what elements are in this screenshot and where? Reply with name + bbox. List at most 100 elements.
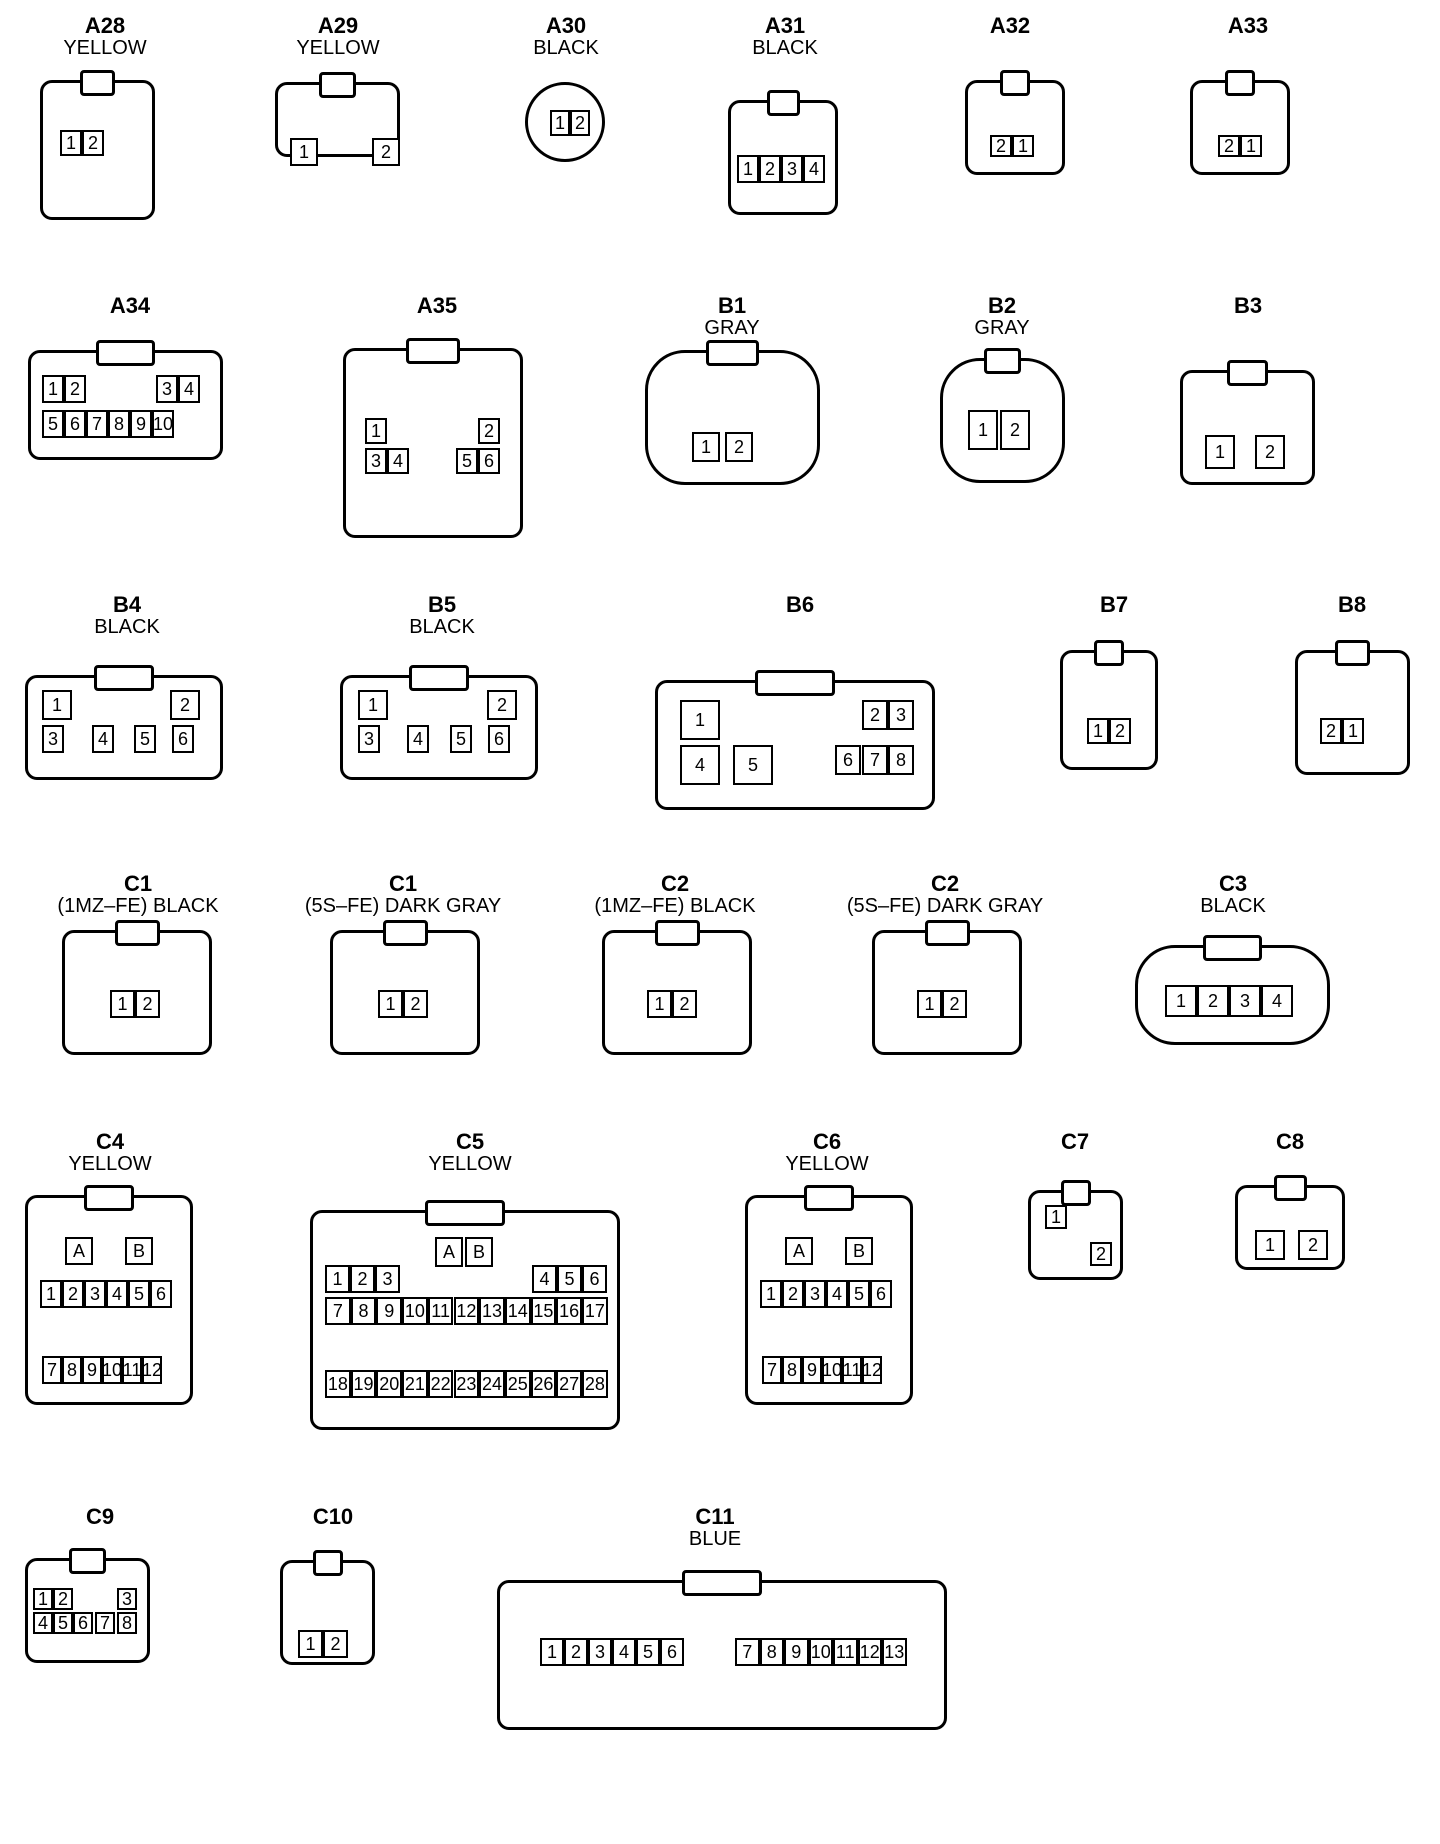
- connector-color: BLACK: [94, 616, 160, 638]
- pin-cavity: 4: [532, 1265, 557, 1293]
- pin-cavity: 6: [582, 1265, 607, 1293]
- pin-cavity: 6: [870, 1280, 892, 1308]
- connector-code: B8: [1337, 592, 1367, 617]
- pin-cavity: 4: [612, 1638, 636, 1666]
- pin-cavity: 2: [350, 1265, 375, 1293]
- connector-latch: [924, 920, 970, 946]
- connector-code: C1: [123, 871, 153, 896]
- pin-cavity: 8: [62, 1356, 82, 1384]
- pin-cavity: 5: [456, 448, 478, 474]
- pin-cavity: 4: [680, 745, 720, 785]
- pin-cavity: 12: [142, 1356, 162, 1384]
- connector-label: B3: [1098, 294, 1398, 317]
- pin-cavity: 1: [680, 700, 720, 740]
- connector-label: C1(1MZ–FE) BLACK: [0, 872, 288, 917]
- connector-label: A33: [1098, 14, 1398, 37]
- pin-cavity: 3: [588, 1638, 612, 1666]
- pin-cavity: 3: [117, 1588, 137, 1610]
- connector-code: A33: [1227, 13, 1269, 38]
- connector-code: C1: [388, 871, 418, 896]
- pin-cavity: 2: [478, 418, 500, 444]
- pin-cavity: 7: [86, 410, 108, 438]
- connector-latch: [96, 340, 155, 366]
- pin-cavity: 2: [403, 990, 428, 1018]
- connector-latch: [1094, 640, 1124, 666]
- pin-cavity: B: [465, 1237, 493, 1267]
- pin-cavity: 2: [1320, 718, 1342, 744]
- connector-color: BLACK: [409, 616, 475, 638]
- connector-color: YELLOW: [428, 1153, 512, 1175]
- connector-label: C2(1MZ–FE) BLACK: [525, 872, 825, 917]
- pin-cavity: 9: [784, 1638, 809, 1666]
- pin-cavity: 3: [365, 448, 387, 474]
- pin-cavity: A: [435, 1237, 463, 1267]
- pin-cavity: 2: [1197, 985, 1229, 1017]
- connector-label: B6: [650, 593, 950, 616]
- connector-code: C7: [1060, 1129, 1090, 1154]
- connector-code: C3: [1218, 871, 1248, 896]
- connector-latch: [318, 72, 357, 98]
- connector-label: C9: [0, 1505, 250, 1528]
- pin-cavity: 2: [487, 690, 517, 720]
- connector-code: B4: [112, 592, 142, 617]
- connector-label: C10: [183, 1505, 483, 1528]
- pin-cavity: 6: [660, 1638, 684, 1666]
- pin-cavity: 8: [759, 1638, 784, 1666]
- connector-color: BLACK: [752, 37, 818, 59]
- pin-cavity: 2: [990, 135, 1012, 157]
- pin-cavity: 2: [725, 432, 753, 462]
- pin-cavity: 16: [556, 1297, 582, 1325]
- connector-latch: [706, 340, 759, 366]
- pin-cavity: 26: [530, 1370, 557, 1398]
- pin-cavity: 3: [781, 155, 803, 183]
- connector-color: (1MZ–FE) BLACK: [594, 895, 756, 917]
- pin-cavity: 4: [826, 1280, 848, 1308]
- pin-cavity: 10: [152, 410, 174, 438]
- pin-cavity: 3: [358, 725, 380, 753]
- pin-cavity: 25: [504, 1370, 531, 1398]
- pin-cavity: 7: [325, 1297, 351, 1325]
- pin-cavity: 4: [407, 725, 429, 753]
- pin-cavity: 1: [358, 690, 388, 720]
- pin-cavity: 4: [387, 448, 409, 474]
- pin-cavity: 23: [453, 1370, 480, 1398]
- pin-cavity: 12: [857, 1638, 882, 1666]
- pin-cavity: 1: [692, 432, 720, 462]
- pin-cavity: 5: [42, 410, 64, 438]
- pin-cavity: 2: [323, 1630, 348, 1658]
- pin-cavity: 2: [1109, 718, 1131, 744]
- pin-cavity: 10: [822, 1356, 842, 1384]
- pin-cavity: 1: [540, 1638, 564, 1666]
- pin-cavity: 3: [804, 1280, 826, 1308]
- pin-cavity: 2: [862, 700, 888, 730]
- connector-latch: [1225, 70, 1255, 96]
- connector-label: C8: [1140, 1130, 1440, 1153]
- connector-code: B1: [717, 293, 747, 318]
- pin-cavity: 8: [888, 745, 914, 775]
- connector-color: BLUE: [688, 1528, 742, 1550]
- pin-cavity: 3: [84, 1280, 106, 1308]
- connector-code: C2: [930, 871, 960, 896]
- connector-latch: [83, 1185, 135, 1211]
- connector-label: C7: [925, 1130, 1225, 1153]
- pin-cavity: 2: [53, 1588, 73, 1610]
- connector-color: YELLOW: [296, 37, 380, 59]
- pin-cavity: 1: [1205, 435, 1235, 469]
- connector-latch: [1203, 935, 1262, 961]
- pin-cavity: 2: [1090, 1242, 1112, 1266]
- connector-code: B7: [1099, 592, 1129, 617]
- connector-latch: [1000, 70, 1030, 96]
- pin-cavity: 5: [53, 1612, 73, 1634]
- connector-code: C11: [695, 1504, 735, 1529]
- pin-cavity: 1: [1240, 135, 1262, 157]
- pin-cavity: 1: [40, 1280, 62, 1308]
- pin-cavity: 2: [372, 138, 400, 166]
- pin-cavity: 1: [378, 990, 403, 1018]
- connector-code: A29: [317, 13, 359, 38]
